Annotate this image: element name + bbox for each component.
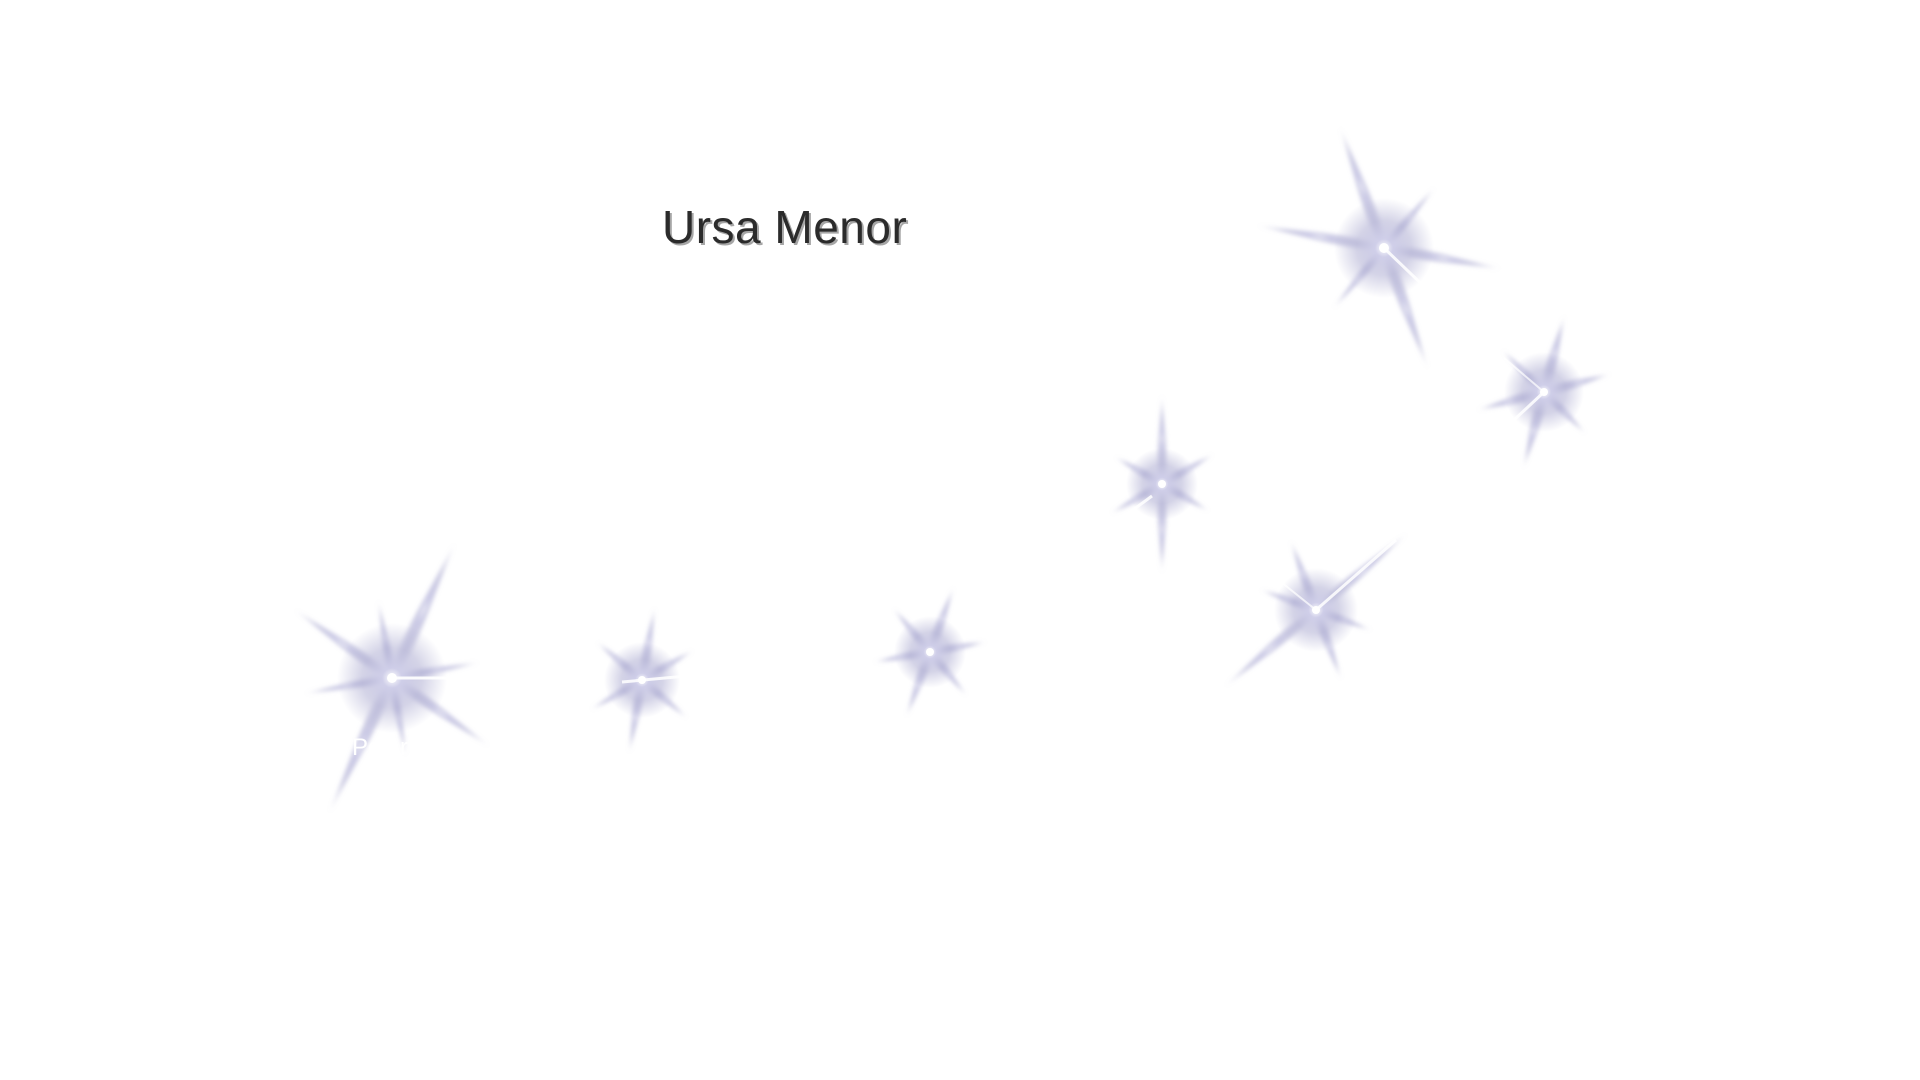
star-6[interactable] bbox=[1255, 123, 1504, 373]
star-polaris[interactable] bbox=[289, 538, 495, 818]
constellation-title: Ursa Menor bbox=[662, 201, 908, 253]
star-4[interactable] bbox=[1107, 394, 1217, 574]
star-7[interactable] bbox=[1475, 313, 1614, 472]
star-3[interactable] bbox=[872, 584, 988, 720]
star-5[interactable] bbox=[1219, 527, 1413, 694]
star-2[interactable] bbox=[587, 605, 697, 755]
polaris-label: Polaris bbox=[352, 734, 426, 761]
